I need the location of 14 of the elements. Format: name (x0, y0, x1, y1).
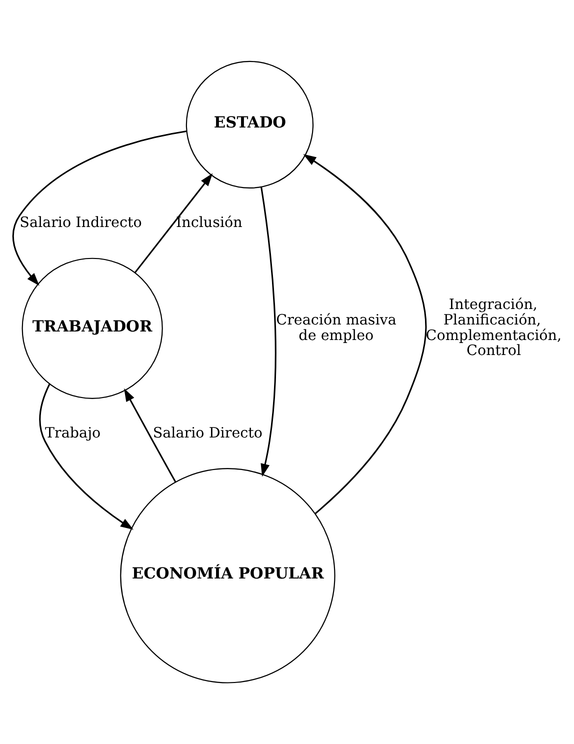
node-circle: TRABAJADOR (22, 258, 163, 399)
edge-label: Inclusión (176, 214, 242, 231)
arrow (260, 187, 276, 477)
node-circle: ESTADO (186, 60, 314, 189)
arrow (12, 130, 187, 286)
edge-label: Creación masiva de empleo (276, 312, 396, 344)
edge-label: Trabajo (45, 425, 101, 442)
arrow (303, 154, 427, 514)
arrow (134, 173, 213, 274)
edge-label: Salario Indirecto (20, 214, 142, 231)
arrow (124, 388, 176, 483)
arrow (39, 384, 134, 530)
edge-label: Salario Directo (152, 425, 263, 442)
edge-label: Integración, Planificación, Complementación, Control (426, 297, 562, 360)
